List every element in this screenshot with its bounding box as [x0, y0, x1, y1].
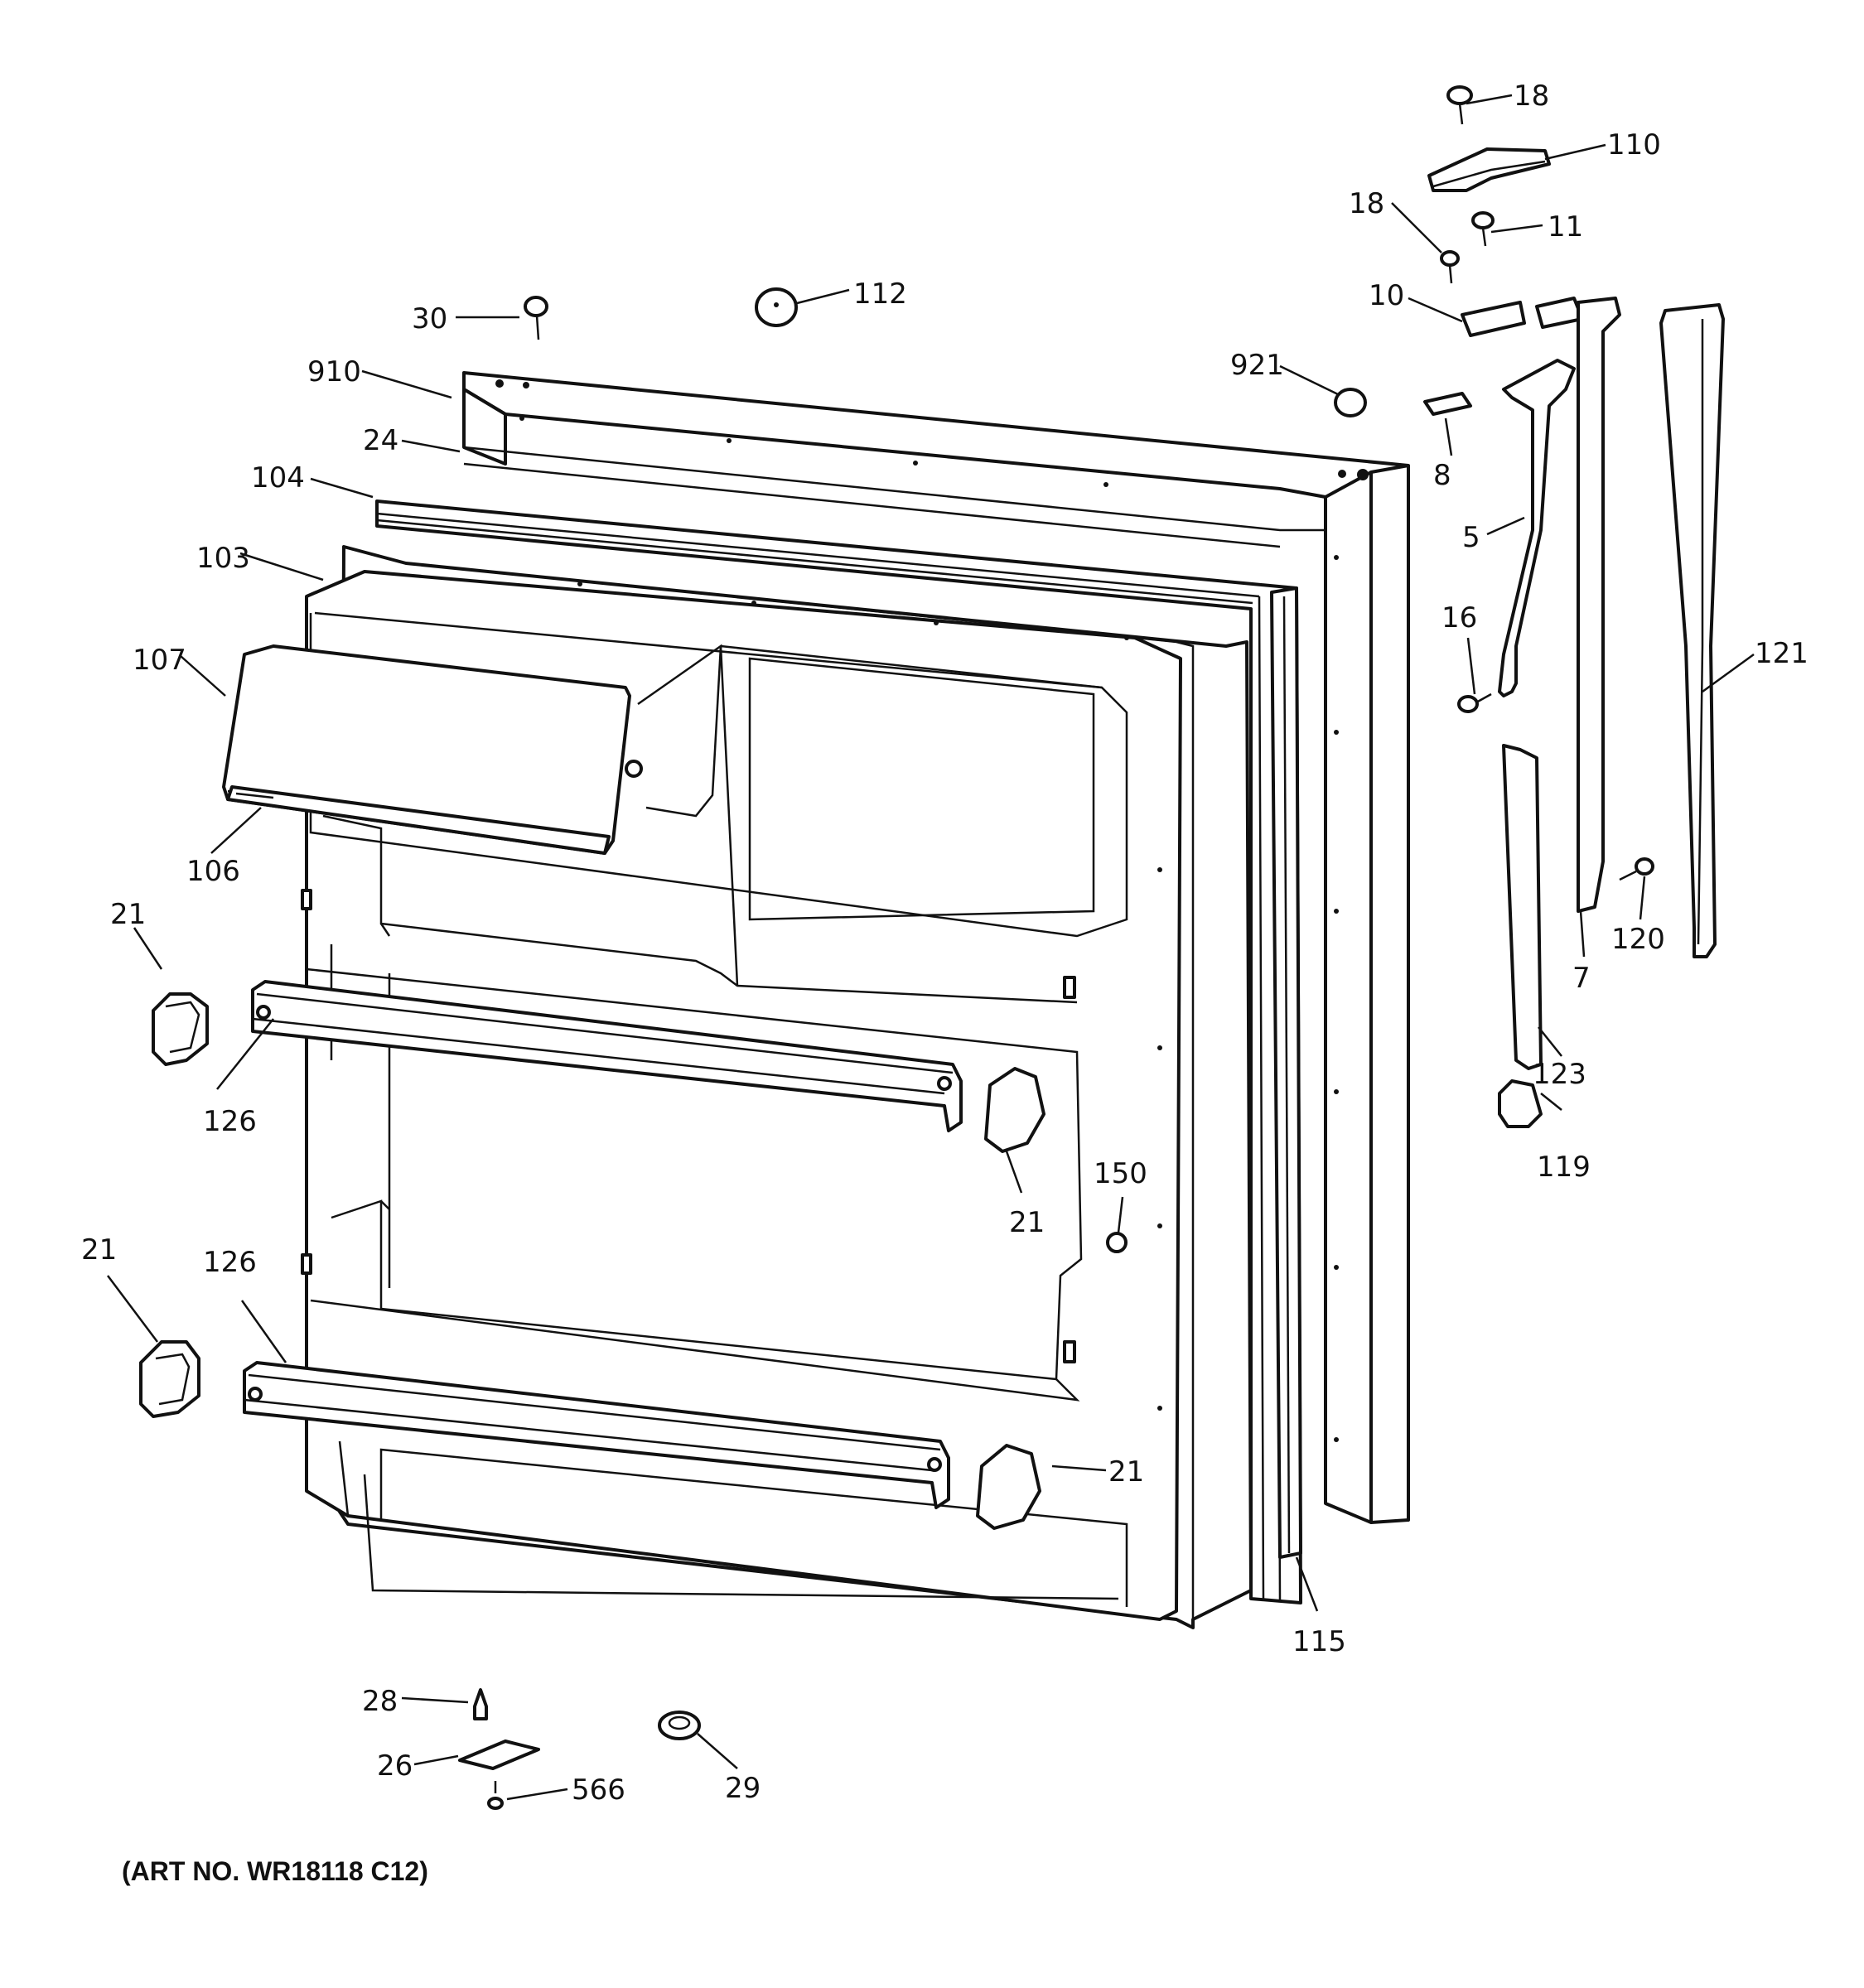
label-11: 11 [1548, 210, 1583, 244]
handle-bracket-110 [1427, 147, 1551, 192]
handle-5 [1498, 359, 1576, 697]
plug-112 [755, 287, 798, 327]
shelf-bar-upper [251, 980, 963, 1132]
label-18: 18 [1349, 187, 1384, 220]
hinge-10 [1461, 297, 1584, 337]
label-30: 30 [412, 302, 447, 335]
screw-150 [1106, 1232, 1128, 1253]
label-24: 24 [363, 424, 398, 457]
screw-120 [1619, 857, 1654, 881]
plug-119 [1498, 1079, 1543, 1128]
label-21-upper-left: 21 [110, 898, 146, 931]
label-10: 10 [1369, 279, 1404, 312]
label-106: 106 [186, 855, 240, 888]
label-21-lower-right: 21 [1108, 1455, 1144, 1489]
label-110: 110 [1607, 128, 1661, 162]
dairy-door [222, 644, 722, 855]
label-107: 107 [133, 644, 186, 677]
label-119: 119 [1537, 1151, 1591, 1184]
plug-921 [1334, 388, 1367, 417]
label-126-lower: 126 [203, 1246, 257, 1279]
pin-28 [473, 1688, 488, 1720]
label-8: 8 [1433, 459, 1451, 492]
screw-18 [1440, 250, 1460, 284]
end-cap-lower-right [976, 1444, 1041, 1530]
screw-18-top [1446, 85, 1473, 125]
label-921: 921 [1230, 349, 1284, 382]
label-5: 5 [1462, 521, 1480, 554]
label-16: 16 [1441, 601, 1477, 635]
label-150: 150 [1094, 1157, 1147, 1190]
label-115: 115 [1292, 1625, 1346, 1658]
handle-spacer-123 [1502, 744, 1543, 1070]
label-21-lower-left: 21 [81, 1233, 117, 1267]
end-cap-upper-right [984, 1067, 1045, 1153]
bumper-29 [658, 1711, 701, 1740]
label-103: 103 [196, 542, 250, 575]
label-910: 910 [307, 355, 361, 388]
end-cap-upper-left [152, 992, 209, 1066]
art-number: (ART NO. WR18118 C12) [122, 1856, 428, 1886]
handle-rail-7 [1577, 297, 1621, 913]
label-21-upper-right: 21 [1009, 1206, 1045, 1239]
shelf-bar-lower [243, 1361, 950, 1509]
label-26: 26 [377, 1749, 413, 1783]
label-126-upper: 126 [203, 1105, 257, 1138]
label-18-top: 18 [1514, 80, 1549, 113]
leader-lines [107, 94, 1755, 1801]
screw-11 [1471, 211, 1495, 247]
label-112: 112 [853, 277, 907, 311]
label-120: 120 [1611, 923, 1665, 956]
label-28: 28 [362, 1685, 398, 1718]
callout-labels: 18 110 18 11 30 112 10 921 910 8 24 104 … [81, 80, 1808, 1807]
screw-16 [1457, 692, 1492, 713]
end-cap-lower-left [139, 1340, 200, 1418]
screw-30 [524, 296, 548, 340]
clip-8 [1423, 392, 1472, 416]
label-123: 123 [1533, 1058, 1586, 1091]
handle-trim-121 [1659, 303, 1725, 958]
label-566: 566 [572, 1773, 625, 1807]
label-29: 29 [725, 1772, 761, 1805]
plate-26 [458, 1740, 540, 1770]
label-7: 7 [1572, 962, 1591, 995]
label-121: 121 [1755, 637, 1808, 670]
gasket-strip [1270, 586, 1302, 1559]
outer-door-panel [462, 371, 1410, 1524]
label-104: 104 [251, 461, 305, 495]
screw-566 [487, 1781, 504, 1810]
